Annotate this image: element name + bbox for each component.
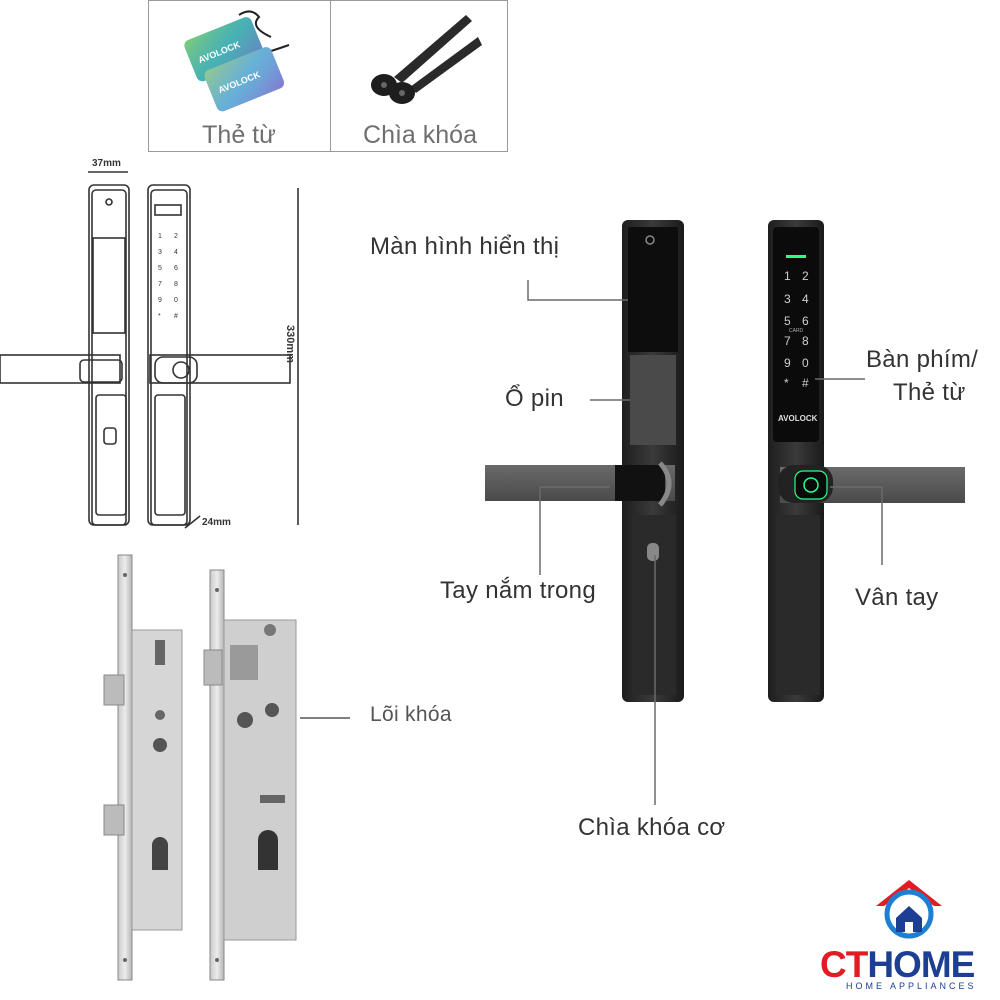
cthome-logo-text: CTHOME (820, 944, 975, 986)
svg-text:3: 3 (158, 249, 162, 256)
lock-core-label: Lõi khóa (370, 703, 452, 726)
technical-drawing: 1 2 3 4 5 6 7 8 9 0 * # (0, 171, 299, 529)
svg-text:7: 7 (158, 281, 162, 288)
dimension-depth: 24mm (202, 517, 231, 528)
display-label: Màn hình hiển thị (370, 233, 560, 260)
svg-text:1: 1 (784, 269, 791, 283)
inner-handle-label: Tay nắm trong (440, 577, 596, 604)
keypad-label-line2: Thẻ từ (893, 379, 966, 406)
svg-text:2: 2 (802, 269, 809, 283)
svg-text:#: # (802, 376, 809, 390)
fingerprint-label: Vân tay (855, 584, 939, 611)
mech-key-label: Chìa khóa cơ (578, 814, 726, 841)
svg-text:6: 6 (802, 314, 809, 328)
logo-ct: CT (820, 944, 868, 985)
accessories-divider (330, 1, 331, 151)
key-label: Chìa khóa (363, 121, 477, 149)
svg-text:5: 5 (158, 265, 162, 272)
logo-home: HOME (867, 944, 975, 985)
svg-text:5: 5 (784, 314, 791, 328)
svg-text:9: 9 (158, 297, 162, 304)
card-text: CARD (789, 328, 804, 334)
svg-text:1: 1 (158, 233, 162, 240)
svg-text:6: 6 (174, 265, 178, 272)
device-brand: AVOLOCK (778, 414, 818, 423)
rfid-cards-image: AVOLOCK AVOLOCK (184, 10, 290, 112)
svg-text:2: 2 (174, 233, 178, 240)
svg-text:*: * (158, 313, 161, 320)
svg-text:9: 9 (784, 356, 791, 370)
cthome-logo-icon (876, 880, 942, 939)
svg-text:4: 4 (802, 292, 809, 306)
svg-text:0: 0 (802, 356, 809, 370)
svg-text:#: # (174, 313, 178, 320)
card-label: Thẻ từ (202, 121, 276, 149)
svg-text:7: 7 (784, 334, 791, 348)
svg-text:0: 0 (174, 297, 178, 304)
svg-text:*: * (784, 376, 789, 390)
mortise-lock-image (103, 554, 350, 981)
dimension-height: 330mm (284, 325, 296, 363)
battery-label: Ổ pin (505, 385, 564, 412)
accessories-box: AVOLOCK AVOLOCK Thẻ từ Ch (148, 0, 508, 152)
svg-text:8: 8 (802, 334, 809, 348)
svg-text:8: 8 (174, 281, 178, 288)
logo-tagline: HOME APPLIANCES (846, 981, 977, 991)
keypad-label-line1: Bàn phím/ (866, 346, 979, 373)
mechanical-keys-image (371, 15, 482, 104)
dimension-width: 37mm (92, 158, 121, 169)
svg-text:4: 4 (174, 249, 178, 256)
svg-text:3: 3 (784, 292, 791, 306)
